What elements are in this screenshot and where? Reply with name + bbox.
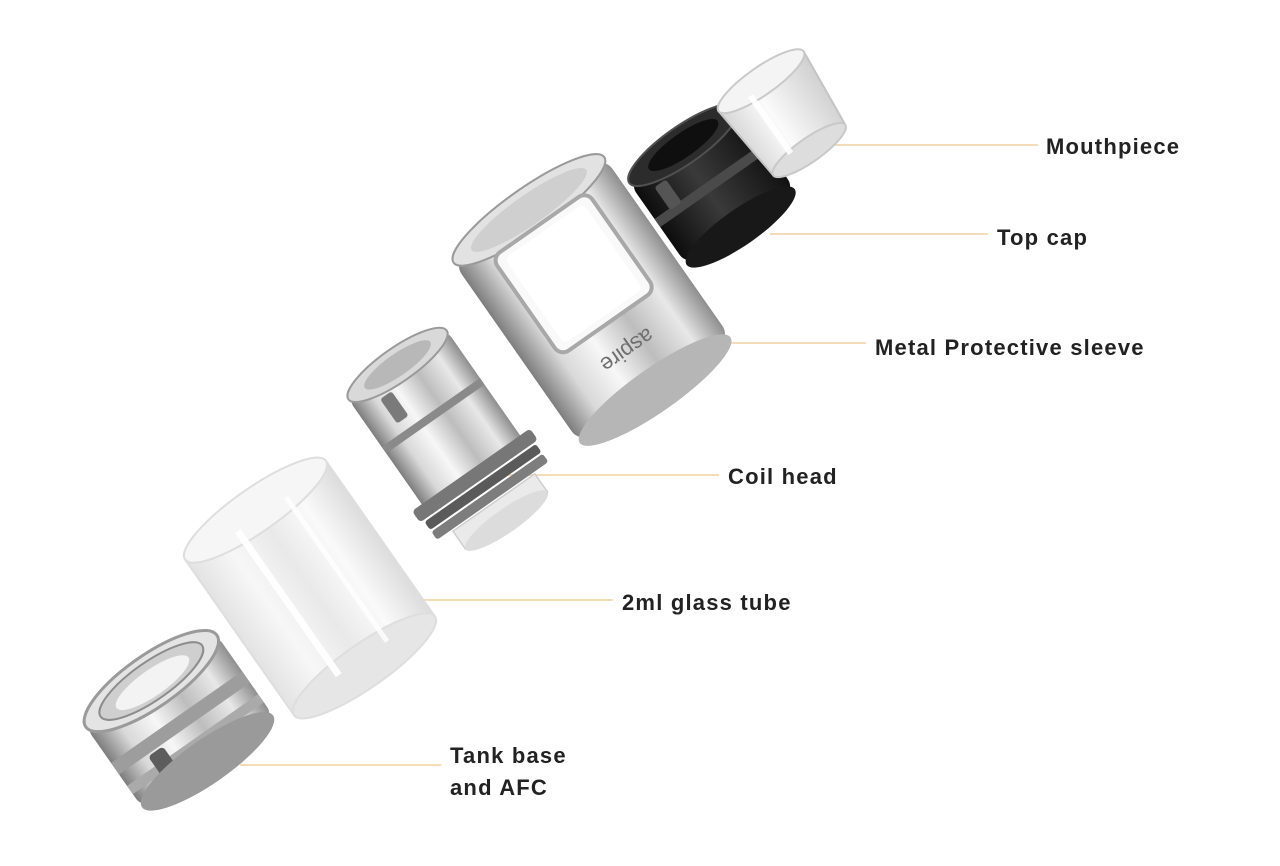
metal-sleeve-part: aspire bbox=[451, 153, 732, 446]
label-metal-protective-sleeve: Metal Protective sleeve bbox=[875, 335, 1145, 360]
coil-head-part bbox=[346, 326, 549, 551]
label-tank-base-line1: Tank base bbox=[450, 743, 567, 768]
label-tank-base-line2: and AFC bbox=[450, 775, 549, 800]
tank-base-part bbox=[82, 628, 275, 811]
label-tank-base: Tank base and AFC bbox=[450, 740, 567, 804]
label-top-cap: Top cap bbox=[997, 225, 1089, 250]
label-mouthpiece: Mouthpiece bbox=[1046, 134, 1181, 159]
label-glass-tube: 2ml glass tube bbox=[622, 590, 792, 615]
label-coil-head: Coil head bbox=[728, 464, 838, 489]
mouthpiece-part bbox=[716, 48, 847, 179]
glass-tube-part bbox=[182, 456, 438, 720]
